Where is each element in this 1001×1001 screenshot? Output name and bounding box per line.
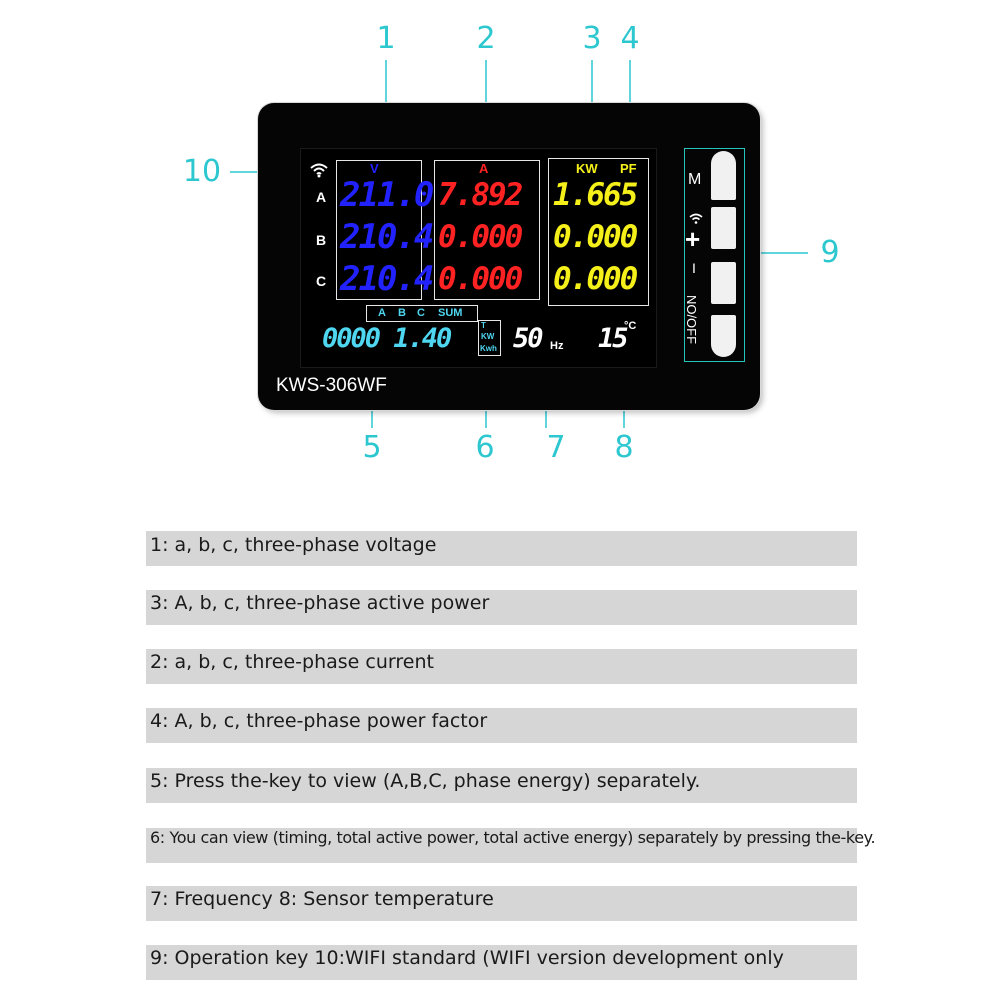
- desc-text-3: 2: a, b, c, three-phase current: [150, 651, 434, 673]
- energy-unit-box: [478, 320, 501, 356]
- desc-text-4: 4: A, b, c, three-phase power factor: [150, 710, 488, 732]
- desc-text-2: 3: A, b, c, three-phase active power: [150, 592, 490, 614]
- voltage-value-c: 210.4: [340, 259, 434, 299]
- energy-selector-box: [366, 305, 478, 322]
- energy-unit-t: T: [481, 321, 486, 330]
- temperature-value: 15: [598, 323, 628, 354]
- current-value-c: 0.000: [438, 261, 523, 297]
- desc-row-7: [146, 886, 857, 921]
- callout-number-8: 8: [614, 430, 634, 465]
- frequency-value: 50: [513, 323, 543, 354]
- button-label-plus: +: [685, 224, 701, 254]
- callout-number-2: 2: [476, 21, 496, 56]
- temperature-unit: °C: [624, 320, 637, 332]
- power-value-a: 1.665: [553, 177, 638, 213]
- model-name: KWS-306WF: [276, 375, 387, 396]
- callout-number-3: 3: [582, 21, 602, 56]
- energy-unit-kwh: Kwh: [480, 344, 497, 353]
- button-label-onoff: NO/OFF: [684, 294, 700, 345]
- m-button[interactable]: [711, 151, 736, 200]
- frequency-unit: Hz: [550, 340, 564, 352]
- energy-selector-c: C: [417, 307, 425, 319]
- desc-text-7: 7: Frequency 8: Sensor temperature: [150, 888, 494, 910]
- energy-selector-sum: SUM: [438, 307, 463, 319]
- callout-number-10: 10: [182, 154, 222, 189]
- wifi-icon: [310, 163, 328, 178]
- current-value-b: 0.000: [438, 219, 523, 255]
- phase-label-a: A: [316, 189, 327, 205]
- power-panel: [548, 158, 649, 306]
- button-label-m: M: [688, 171, 702, 188]
- desc-text-6: 6: You can view (timing, total active po…: [150, 828, 876, 847]
- button-panel: [684, 148, 745, 362]
- callout-number-7: 7: [546, 430, 566, 465]
- plus-button[interactable]: [711, 207, 736, 249]
- callout-number-4: 4: [620, 21, 640, 56]
- onoff-button[interactable]: [711, 315, 736, 357]
- phase-label-c: C: [316, 273, 327, 289]
- callout-number-1: 1: [376, 21, 396, 56]
- button-label-minus: I: [692, 260, 696, 276]
- voltage-panel: [336, 160, 422, 300]
- minus-button[interactable]: [711, 262, 736, 304]
- desc-row-5: [146, 768, 857, 803]
- current-value-a: 7.892: [438, 177, 523, 213]
- desc-text-1: 1: a, b, c, three-phase voltage: [150, 534, 437, 556]
- desc-text-5: 5: Press the-key to view (A,B,C, phase e…: [150, 770, 701, 792]
- desc-row-6: [146, 828, 857, 863]
- power-value-b: 0.000: [553, 219, 638, 255]
- voltage-unit: V: [370, 161, 379, 176]
- voltage-value-b: 210.4: [340, 217, 434, 257]
- desc-row-3: [146, 649, 857, 684]
- callout-number-9: 9: [820, 235, 840, 270]
- desc-row-2: [146, 590, 857, 625]
- energy-selector-a: A: [378, 307, 386, 319]
- phase-label-b: B: [316, 232, 327, 248]
- desc-text-8: 9: Operation key 10:WIFI standard (WIFI …: [150, 947, 784, 969]
- power-value-c: 0.000: [553, 261, 638, 297]
- desc-row-4: [146, 708, 857, 743]
- desc-row-8: [146, 945, 857, 980]
- callout-number-6: 6: [475, 430, 495, 465]
- energy-selector-b: B: [398, 307, 406, 319]
- desc-row-1: [146, 531, 857, 566]
- power-factor-unit: PF: [620, 161, 637, 176]
- callout-number-5: 5: [362, 430, 382, 465]
- energy-unit-kw: KW: [481, 332, 495, 341]
- energy-value: 0000 1.40: [322, 323, 452, 354]
- voltage-value-a: 211.0: [340, 175, 434, 215]
- current-panel: [434, 160, 540, 300]
- button-wifi-icon: [689, 213, 703, 224]
- current-unit: A: [479, 161, 489, 176]
- power-unit: KW: [576, 161, 598, 176]
